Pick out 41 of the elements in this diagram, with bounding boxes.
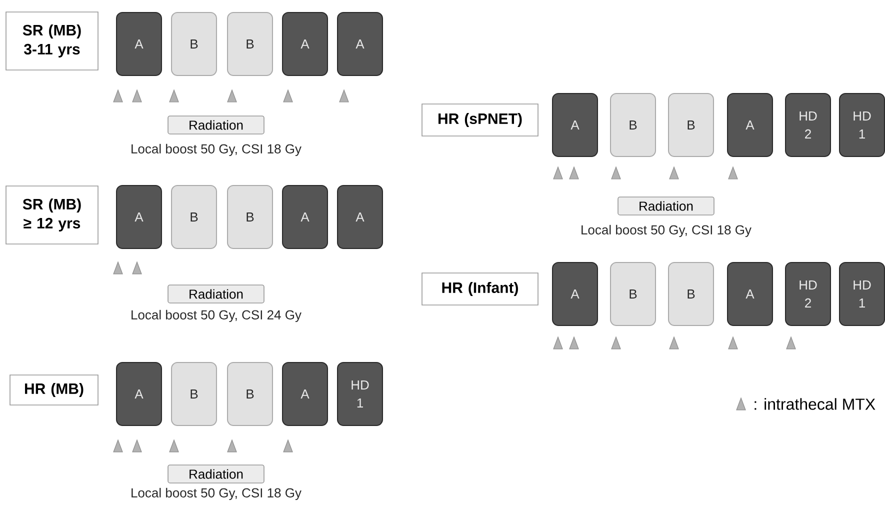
chemotherapy-block: B <box>171 362 217 426</box>
chemotherapy-block: B <box>668 262 714 326</box>
radiation-box: Radiation <box>618 196 714 216</box>
chemotherapy-block: A <box>116 184 162 249</box>
chemotherapy-block: B <box>610 262 656 326</box>
chemotherapy-block: B <box>171 12 217 76</box>
legend-text: : intrathecal MTX <box>754 398 876 410</box>
chemotherapy-block: A <box>116 362 162 426</box>
chemotherapy-block: A <box>727 93 773 157</box>
radiation-box: Radiation <box>168 284 264 304</box>
chemotherapy-block: B <box>610 93 656 157</box>
chemotherapy-block: B <box>227 184 273 249</box>
chemotherapy-block: B <box>668 93 714 157</box>
chemotherapy-block: HD 1 <box>839 93 885 157</box>
chemotherapy-block: A <box>282 184 328 249</box>
chemotherapy-block: B <box>171 184 217 249</box>
radiation-box: Radiation <box>168 116 264 134</box>
radiation-box: Radiation <box>168 464 264 484</box>
chemotherapy-block: A <box>552 262 598 326</box>
dose-text: Local boost 50 Gy, CSI 18 Gy <box>582 224 752 238</box>
chemotherapy-block: A <box>337 12 383 76</box>
group-label-box: HR (MB) <box>10 374 98 406</box>
dose-text: Local boost 50 Gy, CSI 18 Gy <box>132 144 302 156</box>
group-label-box: HR (sPNET) <box>422 104 538 136</box>
group-label-box: SR (MB) 3-11 yrs <box>6 12 98 70</box>
chemotherapy-block: HD 2 <box>785 93 831 157</box>
chemotherapy-block: B <box>227 362 273 426</box>
chemotherapy-block: A <box>282 12 328 76</box>
chemotherapy-block: A <box>116 12 162 76</box>
group-label-box: HR (Infant) <box>422 272 538 306</box>
chemotherapy-block: A <box>282 362 328 426</box>
chemotherapy-block: A <box>727 262 773 326</box>
chemotherapy-block: B <box>227 12 273 76</box>
chemotherapy-block: A <box>337 184 383 249</box>
group-label-box: SR (MB) ≥ 12 yrs <box>6 186 98 244</box>
chemotherapy-block: HD 1 <box>839 262 885 326</box>
chemotherapy-block: HD 2 <box>785 262 831 326</box>
dose-text: Local boost 50 Gy, CSI 24 Gy <box>132 310 302 322</box>
chemotherapy-block: A <box>552 93 598 157</box>
chemotherapy-block: HD 1 <box>337 362 383 426</box>
dose-text: Local boost 50 Gy, CSI 18 Gy <box>132 488 302 500</box>
